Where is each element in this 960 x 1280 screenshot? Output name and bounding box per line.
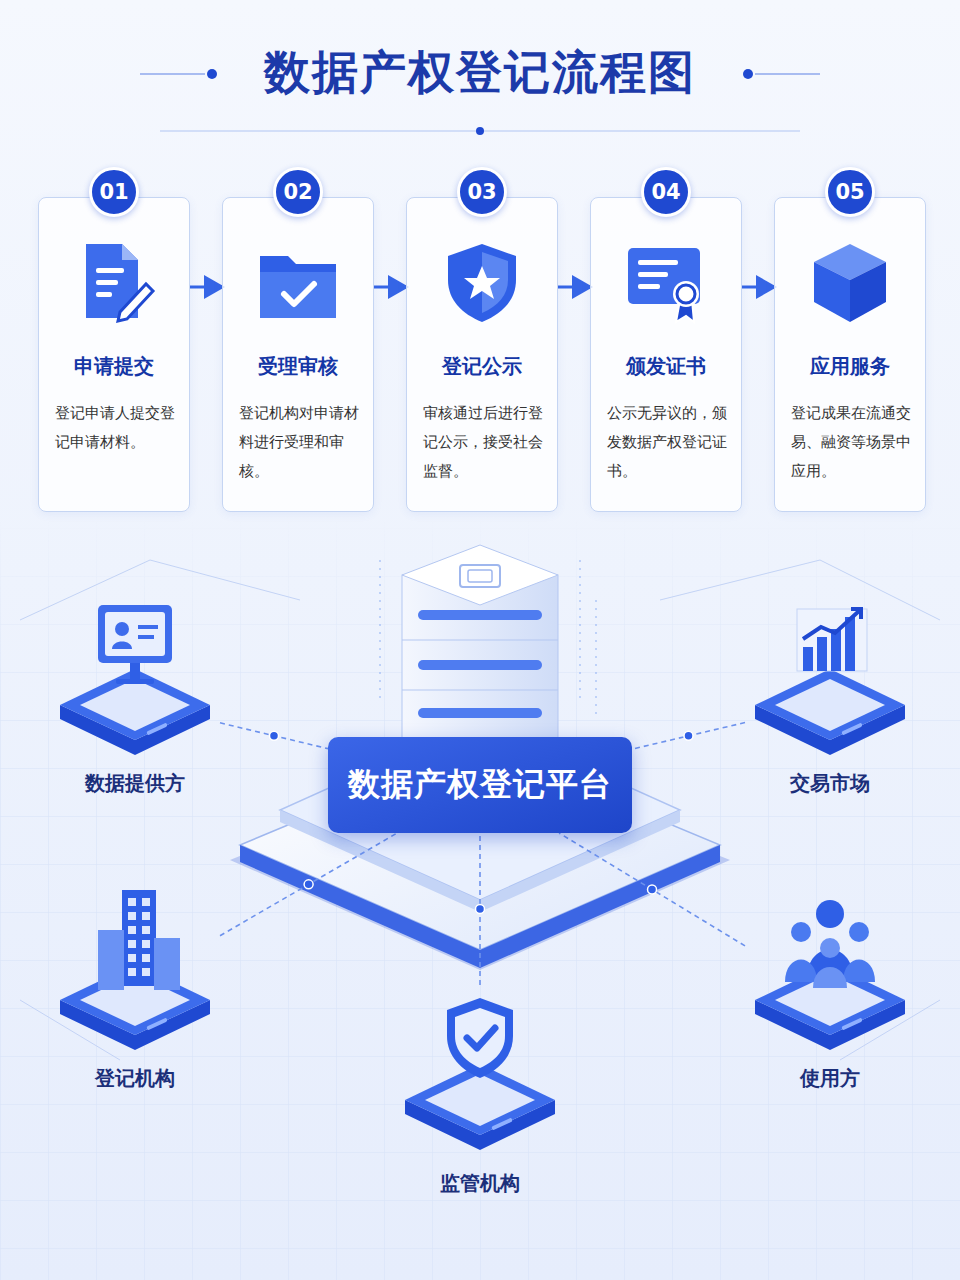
link-dot [304,880,313,889]
step-icon [440,238,524,326]
step-description: 登记成果在流通交易、融资等场景中应用。 [791,399,915,486]
step-number: 02 [273,167,323,217]
dashed-link [220,723,328,749]
flow-arrow [374,286,406,289]
dashed-link [220,833,397,936]
building-tile [50,875,220,1075]
document-icon [72,238,156,326]
party-label: 监管机构 [395,1170,565,1197]
shield-star-icon [440,238,524,326]
cube-icon [808,238,892,326]
party-node: 登记机构 [50,875,220,1095]
link-dot [270,731,279,740]
step-number: 01 [89,167,139,217]
step-number: 04 [641,167,691,217]
flow-arrow [190,286,222,289]
step-card: 03登记公示审核通过后进行登记公示，接受社会监督。 [406,197,558,512]
party-node: 监管机构 [395,985,565,1200]
step-heading: 申请提交 [39,353,189,380]
dashed-link [632,723,745,750]
step-heading: 应用服务 [775,353,925,380]
party-label: 登记机构 [50,1065,220,1092]
link-dot [648,885,657,894]
step-card: 01申请提交登记申请人提交登记申请材料。 [38,197,190,512]
dashed-link [559,833,745,946]
flow-arrow [742,286,774,289]
step-icon [808,238,892,326]
party-label: 数据提供方 [50,770,220,797]
step-card: 05应用服务登记成果在流通交易、融资等场景中应用。 [774,197,926,512]
step-heading: 颁发证书 [591,353,741,380]
step-card: 04颁发证书公示无异议的，颁发数据产权登记证书。 [590,197,742,512]
party-label: 交易市场 [745,770,915,797]
step-description: 登记申请人提交登记申请材料。 [55,399,179,457]
party-label: 使用方 [745,1065,915,1092]
step-number: 03 [457,167,507,217]
step-number: 05 [825,167,875,217]
platform-title: 数据产权登记平台 [348,763,612,807]
step-heading: 受理审核 [223,353,373,380]
step-icon [256,238,340,326]
diagram-title: 数据产权登记流程图 [0,42,960,104]
step-icon [72,238,156,326]
step-card: 02受理审核登记机构对申请材料进行受理和审核。 [222,197,374,512]
party-node: 交易市场 [745,605,915,800]
link-dot [476,905,485,914]
step-description: 公示无异议的，颁发数据产权登记证书。 [607,399,731,486]
link-dot [684,731,693,740]
folder-icon [256,238,340,326]
flow-arrow [558,286,590,289]
step-icon [624,238,708,326]
step-heading: 登记公示 [407,353,557,380]
party-node: 数据提供方 [50,605,220,800]
certificate-icon [624,238,708,326]
step-description: 审核通过后进行登记公示，接受社会监督。 [423,399,547,486]
step-description: 登记机构对申请材料进行受理和审核。 [239,399,363,486]
party-node: 使用方 [745,900,915,1095]
shield-tile [395,985,565,1185]
platform-box: 数据产权登记平台 [328,737,632,833]
